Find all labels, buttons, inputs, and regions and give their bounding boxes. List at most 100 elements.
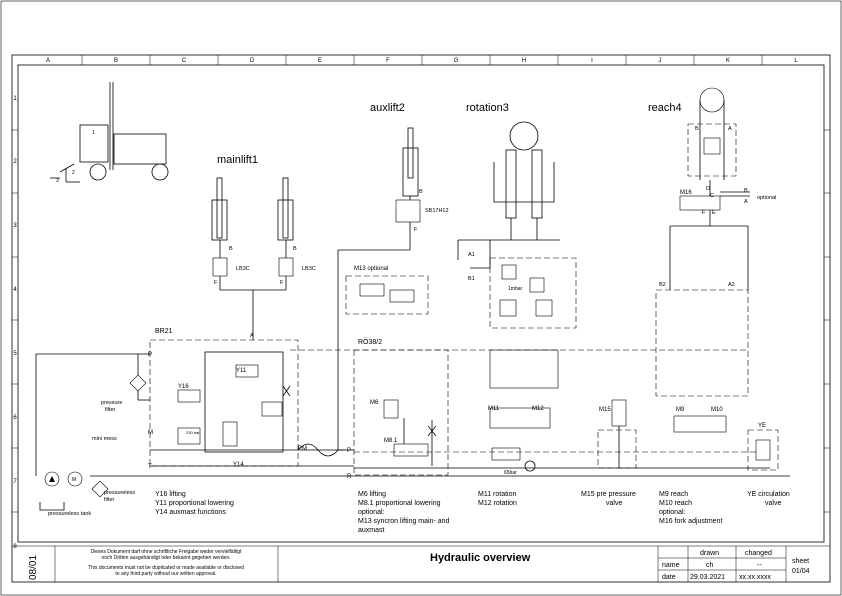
disclaimer-en: to any third party without our written a… [115,571,216,577]
port-label: E [712,210,716,216]
m15-internals [611,399,627,468]
forklift-icon [50,82,169,183]
row-label: 4 [13,287,17,293]
rotation-valve-internals [489,264,559,472]
document-number: 08/01 [28,555,39,580]
block-label: BR21 [155,328,173,335]
svg-text:3: 3 [56,178,59,184]
rotation-heading: rotation3 [466,102,509,114]
col-label: D [250,58,255,64]
pressure-setting: 1mbar [508,286,523,292]
col-label: C [182,58,187,64]
reach-circuit [669,100,750,290]
legend-line: Y16 lifting [155,491,186,498]
legend-line: valve [765,500,781,507]
reach-valve-internals [673,415,727,433]
col-label: G [454,58,459,64]
motor-icon [67,471,83,487]
rotation-actuator [457,121,560,269]
tank-return-lines [354,467,790,477]
block-label: RÖ38/2 [358,338,382,346]
legend-line: valve [606,500,622,507]
port-label: B2 [659,282,666,288]
port-label: D [706,186,710,192]
reach-motor-icon [699,87,725,113]
port-label: PM [298,446,307,452]
col-label: K [726,58,730,64]
row-label: 3 [13,223,17,229]
pressure-setting: 230 bar [186,430,200,435]
column-grid [81,55,763,65]
ro38-internals [383,399,437,466]
port-label: B [744,188,748,194]
legend-line: M15 pre pressure [581,491,636,498]
changed-date: xx.xx.xxxx [739,574,771,581]
name-label: name [662,562,680,569]
legend-line: M9 reach [659,491,688,498]
legend-line: optional: [659,509,686,516]
valve-label: M12 [532,406,544,412]
port-label: A [250,333,254,339]
port-label: P [148,352,152,358]
valve-label: M11 [488,406,500,412]
col-label: H [522,58,526,64]
drawing-title: Hydraulic overview [430,552,531,564]
valve-label: LB3C [302,266,316,272]
mainlift-heading: mainlift1 [217,154,258,166]
row-label: 6 [13,415,17,421]
rotation-valve-block [489,257,577,329]
port-label: F [702,210,706,216]
optional-label: optional [757,195,776,201]
valve-label: M13 optional [354,266,388,272]
port-label: P [347,448,351,454]
row-label: 1 [13,96,17,102]
valve-label: M8.1 [384,438,398,444]
svg-text:1: 1 [92,130,95,136]
row-label: 2 [13,159,17,165]
valve-label: Y14 [233,462,244,468]
pressureless-filter-label: filter [104,497,115,503]
pressureless-filter-icon [91,480,109,498]
legend-line: auxmast [358,527,385,534]
date-label: date [662,574,676,581]
sheet-label: sheet [792,558,809,565]
auxlift-heading: auxlift2 [370,102,405,114]
disclaimer-de: noch Dritten ausgehändigt oder bekannt g… [102,555,231,561]
legend-line: Y11 proportional lowering [155,500,234,507]
port-label: F [414,227,418,233]
disclaimer-en: This documents must not be duplicated or… [88,565,244,571]
row-label: 5 [13,351,17,357]
valve-label: Y16 [178,384,189,390]
row-label: 7 [13,479,17,485]
reach-block [655,289,749,397]
port-label: B [229,246,233,252]
changed-header: changed [745,550,772,557]
col-label: B [114,58,118,64]
valve-label: M16 [680,190,692,196]
m13-optional-block [345,275,429,315]
legend-line: M6 lifting [358,491,386,498]
col-label: A [46,58,50,64]
port-label: B [419,189,423,195]
row-label: 8 [13,544,17,550]
port-label: A1 [468,252,475,258]
port-label: C [710,193,714,199]
valve-label: M10 [711,407,723,413]
svg-text:2: 2 [72,170,75,176]
valve-label: M9 [676,407,685,413]
pressure-filter-label: filter [105,407,116,413]
port-label: B [293,246,297,252]
motor-label: M [72,477,76,483]
port-label: R [347,474,352,480]
supply-lines [35,353,354,477]
legend-line: M11 rotation [478,491,516,498]
legend-line: M16 fork adjustment [659,518,722,525]
ye-valve [755,439,771,461]
port-label: F [280,280,284,286]
col-label: E [318,58,322,64]
port-label: A2 [728,282,735,288]
mini-mess-label: mini mess [92,436,117,442]
valve-label: Y11 [236,368,247,374]
